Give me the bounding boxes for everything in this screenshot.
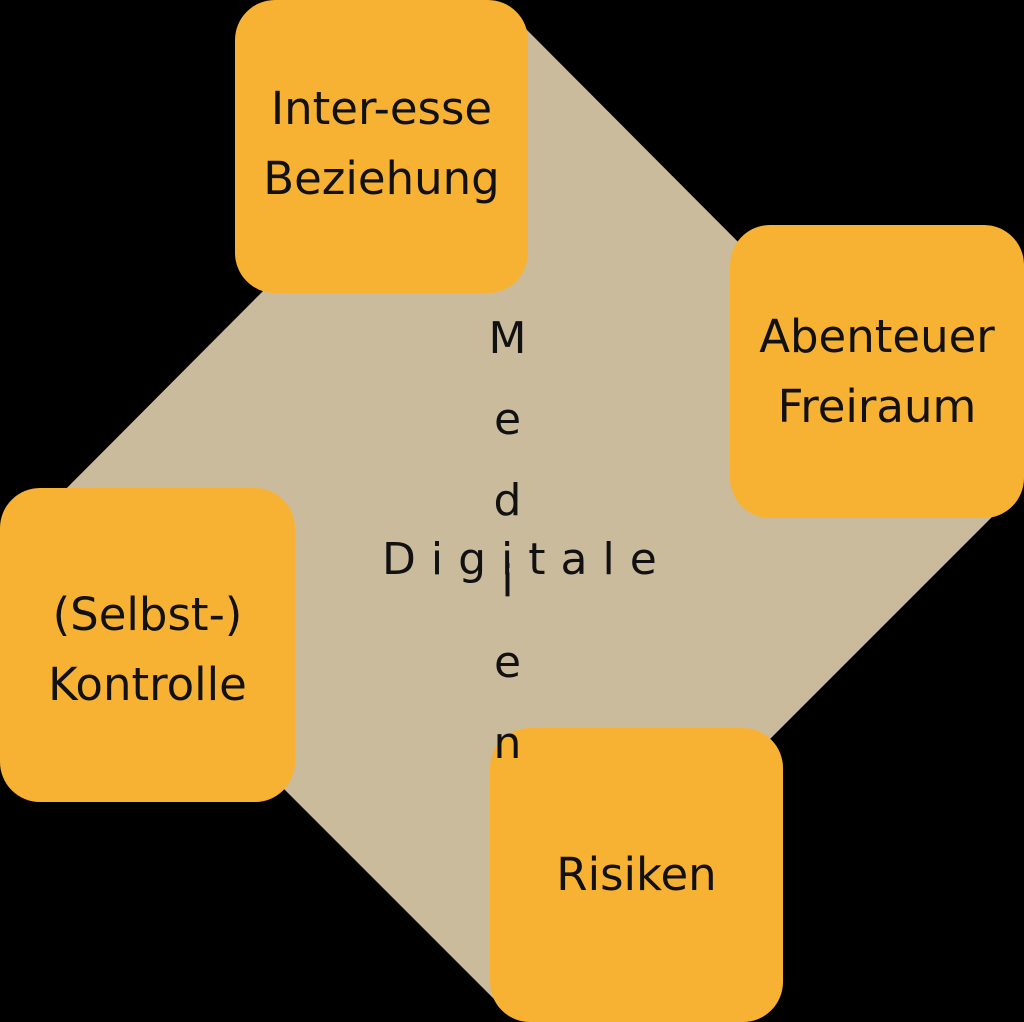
box-line: Risiken <box>556 848 717 902</box>
box-abenteuer-freiraum: Abenteuer Freiraum <box>730 225 1024 518</box>
box-line: Kontrolle <box>48 658 247 711</box>
center-word-horizontal: Digitale <box>382 534 672 585</box>
box-line: Freiraum <box>777 379 977 433</box>
box-selbst-kontrolle: (Selbst-) Kontrolle <box>0 488 295 802</box>
box-interesse-beziehung: Inter-esse Beziehung <box>235 0 528 293</box>
box-line: Abenteuer <box>759 309 995 363</box>
box-line: (Selbst-) <box>52 588 243 642</box>
box-risiken: Risiken <box>490 728 783 1022</box>
center-word-vertical: Medien <box>482 313 533 799</box>
box-line: Beziehung <box>263 151 500 205</box>
box-line: Inter-esse <box>270 81 493 135</box>
